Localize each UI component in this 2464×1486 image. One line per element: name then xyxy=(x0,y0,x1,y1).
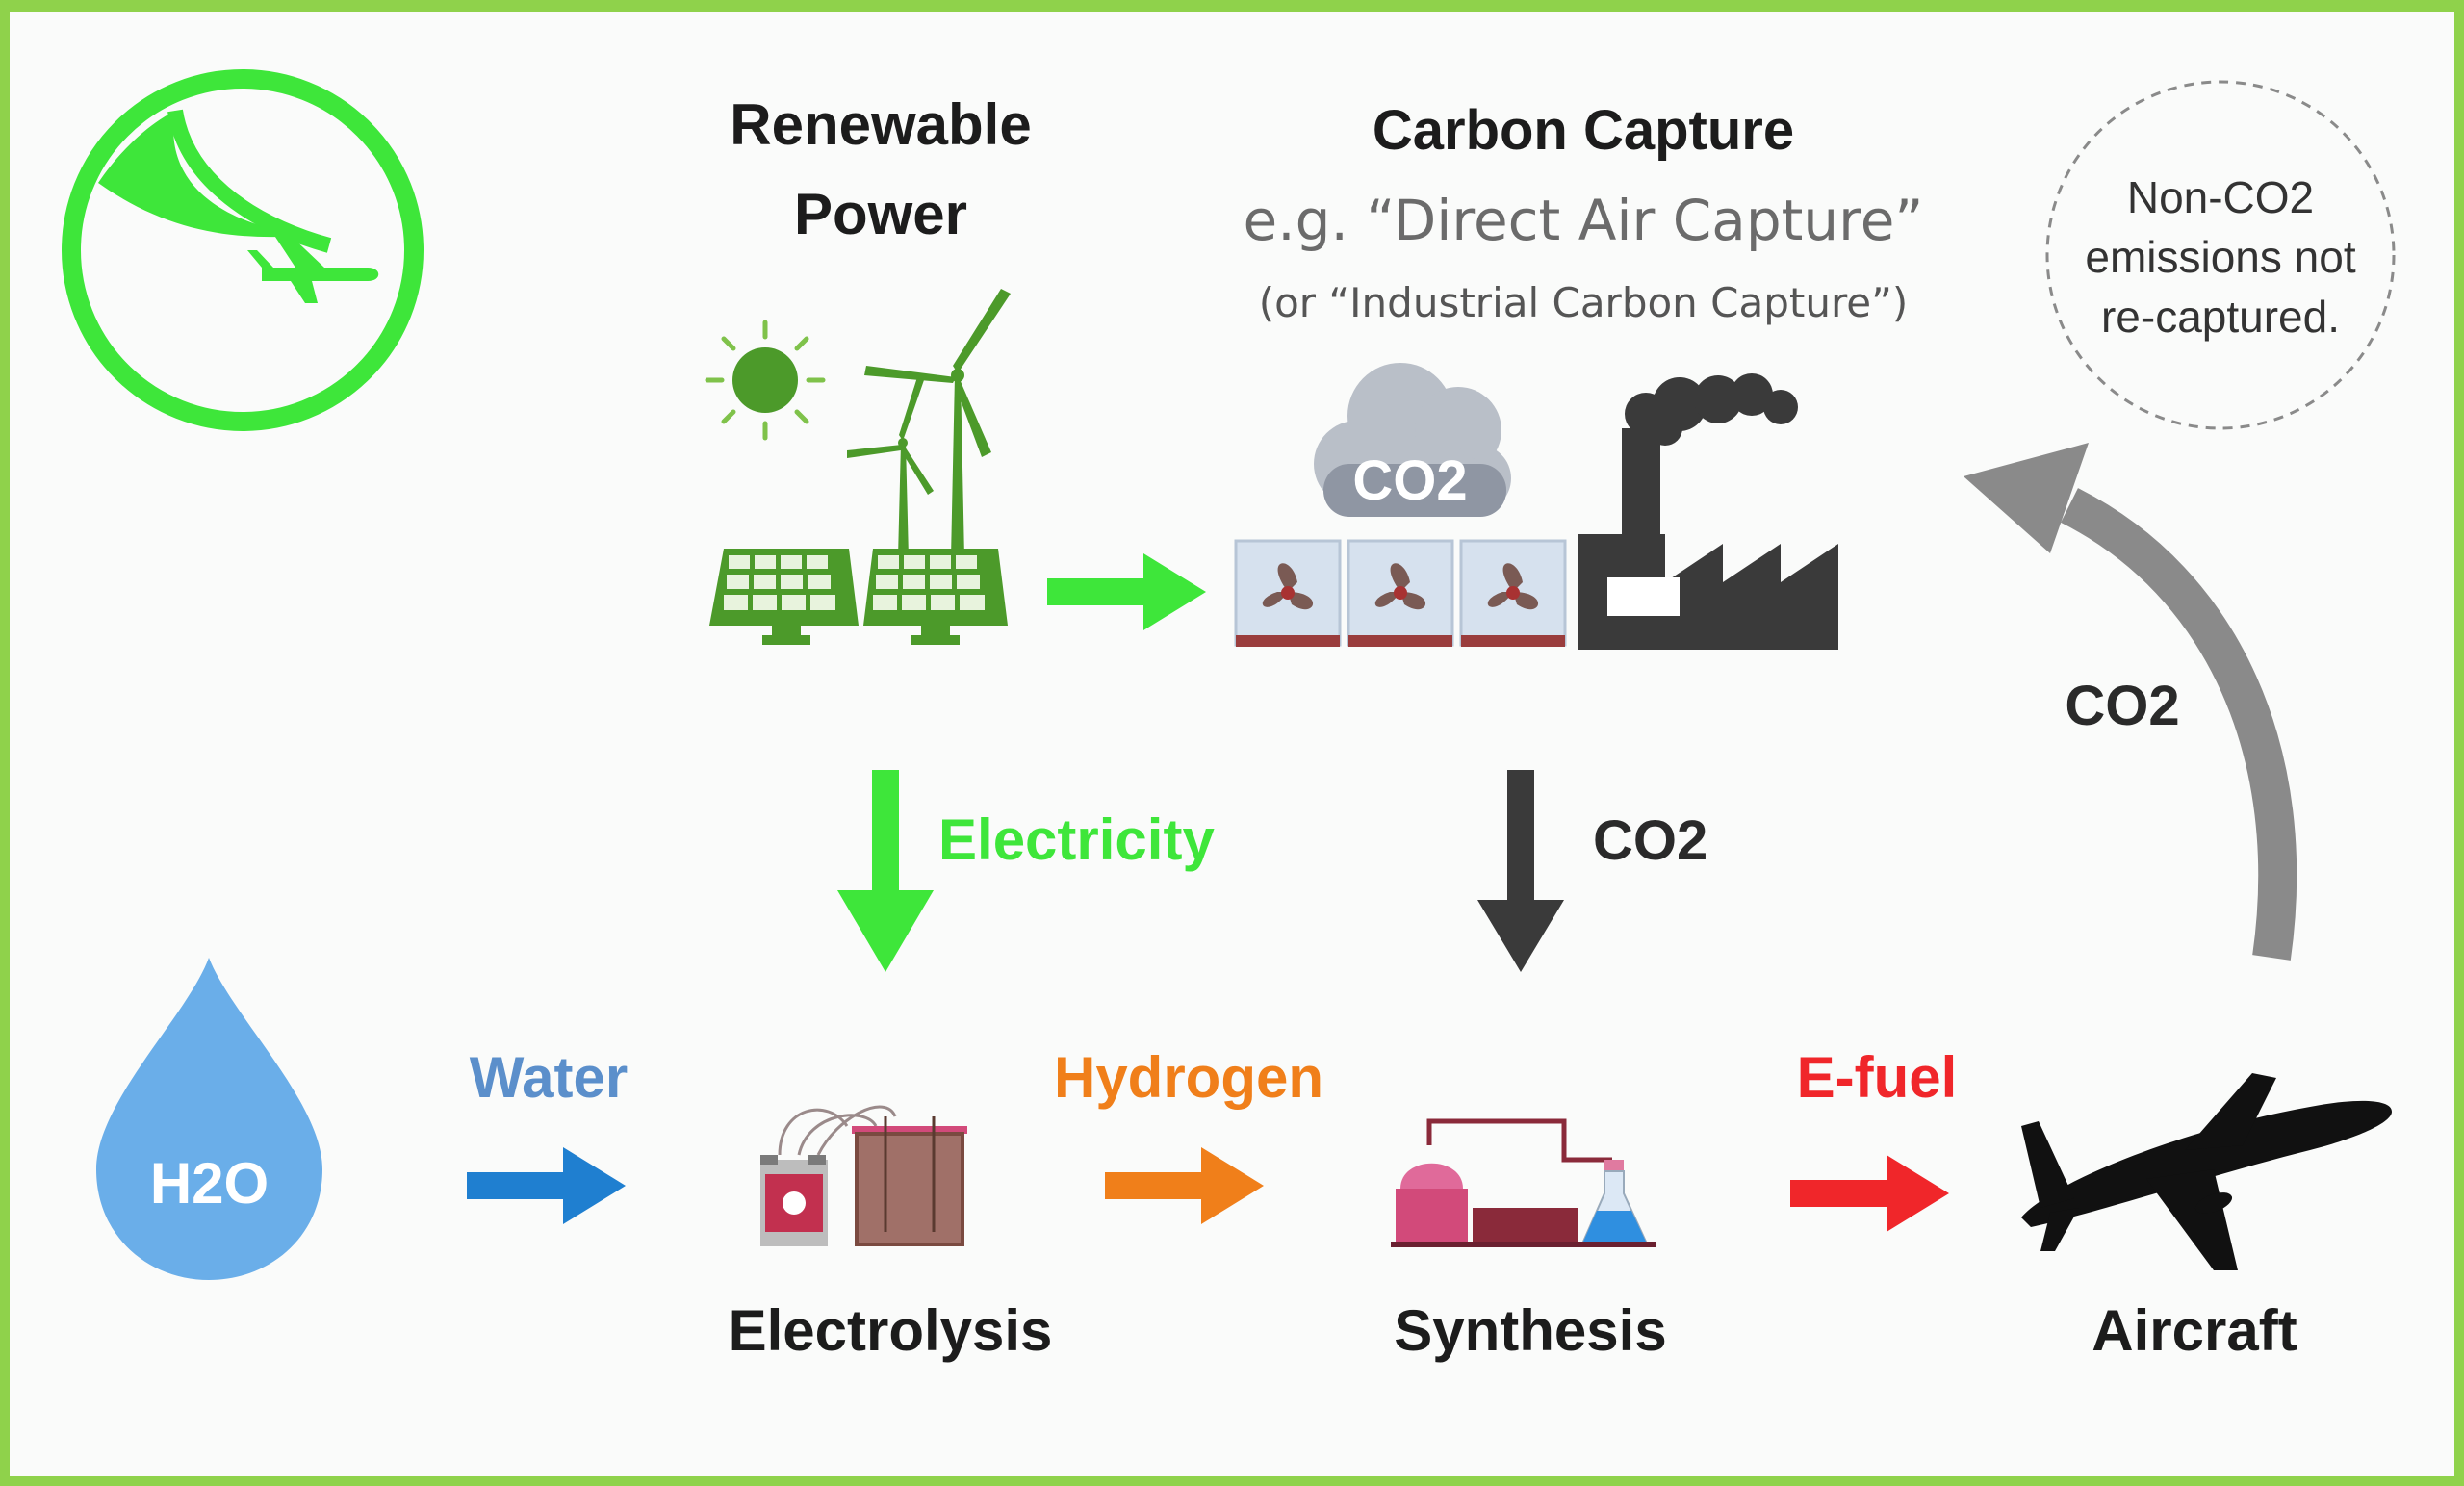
electricity-label: Electricity xyxy=(938,807,1215,872)
hydrogen-arrow xyxy=(1105,1147,1264,1224)
aircraft-label: Aircraft xyxy=(2092,1298,2297,1363)
solar-panel-icon xyxy=(709,549,1008,645)
water-arrow xyxy=(467,1147,626,1224)
electricity-down-arrow xyxy=(837,770,934,972)
sun-icon xyxy=(705,320,826,441)
co2-return-label: CO2 xyxy=(2065,675,2180,737)
cloud-co2-label: CO2 xyxy=(1352,449,1468,512)
carbon-capture-title: Carbon Capture xyxy=(1372,99,1795,162)
co2-return-arrow xyxy=(1964,443,2297,961)
co2-down-label: CO2 xyxy=(1593,809,1708,872)
carbon-capture-subtitle: e.g. “Direct Air Capture” xyxy=(1243,188,1924,253)
note-line1: Non-CO2 xyxy=(2126,172,2315,222)
note-line2: emissions not xyxy=(2085,232,2356,282)
water-label: Water xyxy=(469,1045,629,1110)
efuel-arrow xyxy=(1790,1155,1949,1232)
h2o-label: H2O xyxy=(149,1151,270,1216)
circle-plane-leaf-logo-icon xyxy=(62,69,424,431)
synthesis-icon xyxy=(1391,1118,1656,1247)
electrolysis-label: Electrolysis xyxy=(728,1298,1053,1363)
aircraft-icon xyxy=(2021,1073,2392,1270)
fan-icon xyxy=(1234,539,1567,647)
water-drop-icon xyxy=(96,958,322,1280)
arrow-renewable-to-capture xyxy=(1047,553,1206,630)
renewable-title-line2: Power xyxy=(793,182,968,246)
factory-icon xyxy=(1578,373,1838,650)
efuel-label: E-fuel xyxy=(1796,1045,1958,1110)
hydrogen-label: Hydrogen xyxy=(1053,1045,1324,1110)
wind-turbine-icon xyxy=(847,289,1011,558)
co2-down-arrow xyxy=(1477,770,1564,972)
note-dashed-circle xyxy=(2045,80,2396,430)
cloud-icon xyxy=(1314,363,1511,517)
carbon-capture-subtitle2: (or “Industrial Carbon Capture”) xyxy=(1258,279,1909,326)
synthesis-label: Synthesis xyxy=(1394,1298,1667,1363)
renewable-title-line1: Renewable xyxy=(730,92,1032,157)
electrolysis-icon xyxy=(760,1105,967,1246)
note-line3: re-captured. xyxy=(2100,292,2340,342)
